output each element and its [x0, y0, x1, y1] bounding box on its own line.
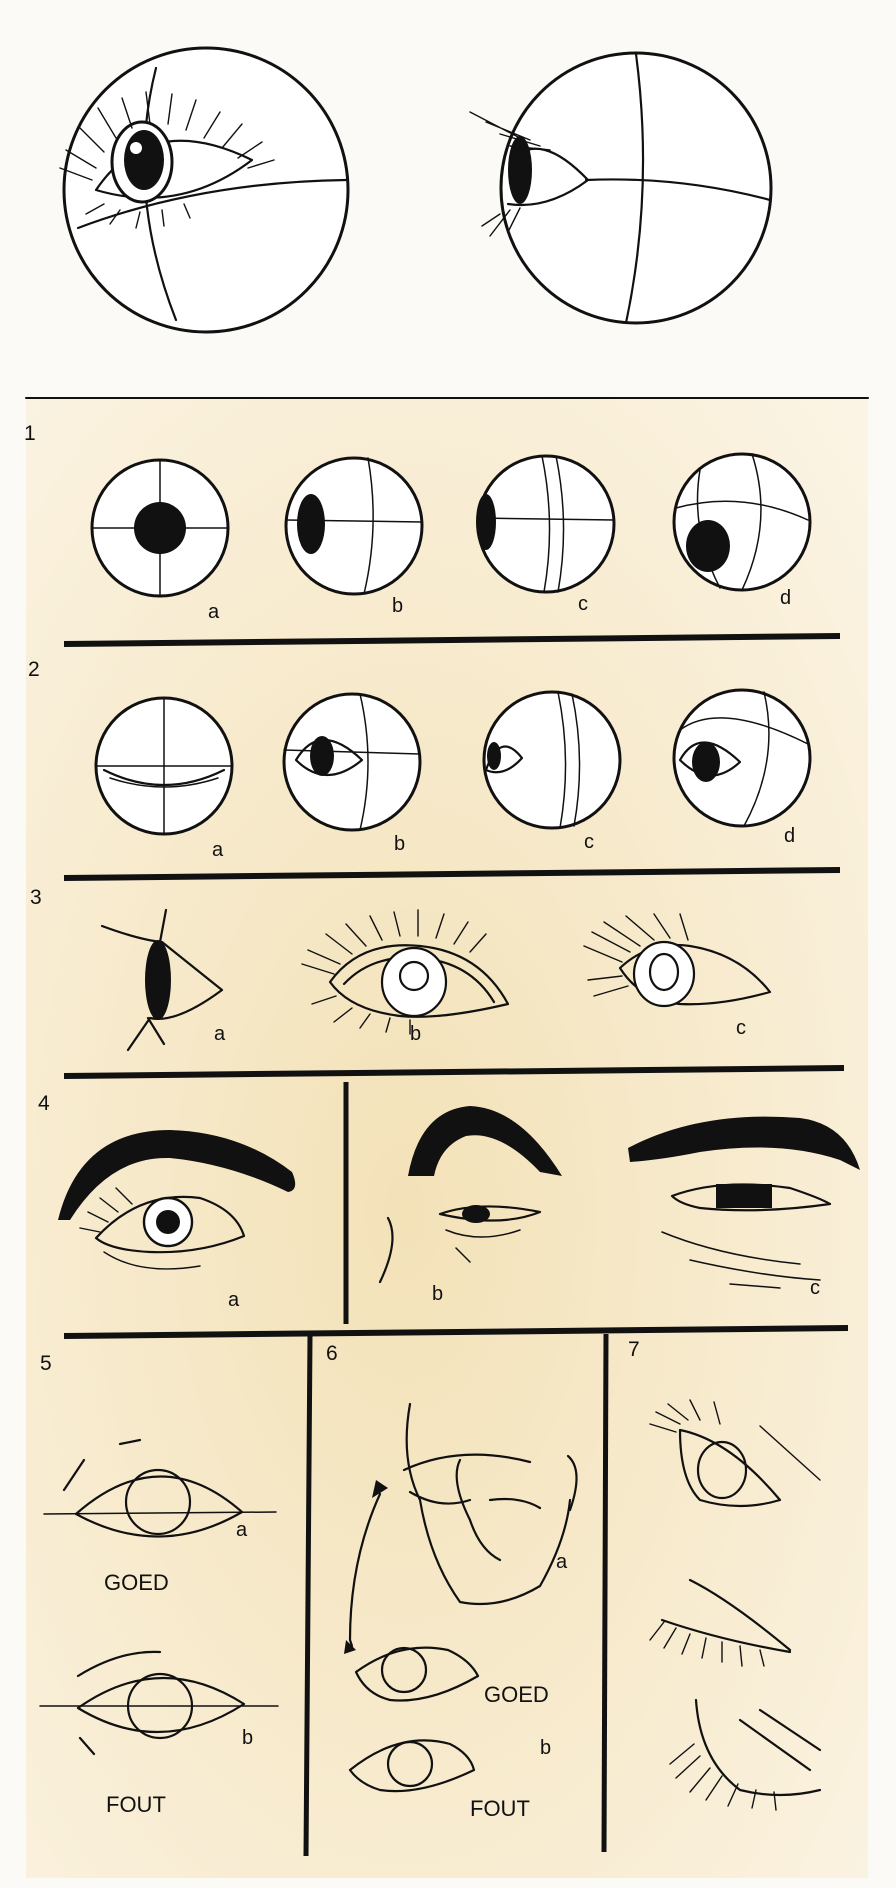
row3-eye-c: [583, 913, 772, 1008]
row3-eye-a: [100, 908, 224, 1052]
row4-eye-c: [628, 1116, 860, 1289]
row1-ball-d: [672, 452, 812, 592]
label-2c: c: [584, 831, 594, 853]
row3-eye-b: [301, 909, 510, 1035]
label-6b: b: [540, 1737, 551, 1759]
section-number-1: 1: [24, 422, 36, 445]
word-6-bad: FOUT: [470, 1796, 530, 1821]
divider-5: [63, 1325, 849, 1339]
sec5-eye-bad: [39, 1650, 279, 1756]
section-number-3: 3: [30, 886, 42, 909]
sec7-eye-open: [649, 1399, 821, 1508]
label-2a: a: [212, 839, 224, 861]
label-1a: a: [208, 601, 220, 623]
row2-ball-a: [94, 696, 234, 836]
section-number-5: 5: [40, 1352, 52, 1375]
sec7-eye-half: [649, 1578, 792, 1667]
row2-ball-c: [482, 690, 622, 830]
row2-ball-d: [672, 688, 812, 828]
row2-ball-b: [282, 692, 422, 832]
label-3b: b: [410, 1023, 421, 1045]
sec6-eye-bad: [348, 1739, 476, 1793]
row1-ball-c: [476, 454, 616, 594]
word-5-bad: FOUT: [106, 1792, 166, 1817]
word-5-good: GOED: [104, 1570, 169, 1595]
row4-eye-a: [58, 1130, 296, 1270]
sec5-eye-good: [43, 1438, 277, 1538]
divider-col-6-7: [601, 1333, 609, 1853]
sec6-eye-good: [354, 1646, 480, 1702]
word-6-good: GOED: [484, 1682, 549, 1707]
label-3a: a: [214, 1023, 226, 1045]
label-4b: b: [432, 1283, 443, 1305]
label-4a: a: [228, 1289, 240, 1311]
label-4c: c: [810, 1277, 820, 1299]
label-1b: b: [392, 595, 403, 617]
top-eyeball-front: [59, 46, 350, 334]
divider-col-5-6: [303, 1335, 313, 1857]
divider-1: [63, 633, 841, 647]
label-2d: d: [784, 825, 795, 847]
section-number-2: 2: [28, 658, 40, 681]
label-5b: b: [242, 1727, 253, 1749]
label-1d: d: [780, 587, 791, 609]
label-2b: b: [394, 833, 405, 855]
label-1c: c: [578, 593, 588, 615]
label-5a: a: [236, 1519, 248, 1541]
section-number-4: 4: [38, 1092, 50, 1115]
row1-ball-b: [284, 456, 424, 596]
top-eyeball-side: [469, 51, 773, 325]
label-3c: c: [736, 1017, 746, 1039]
label-6a: a: [556, 1551, 568, 1573]
divider-3: [63, 1065, 845, 1079]
row1-ball-a: [90, 458, 230, 598]
sec6-face-sketch: [344, 1402, 578, 1654]
sec7-eye-closed: [669, 1698, 822, 1811]
section-number-6: 6: [326, 1342, 338, 1365]
row4-eye-b: [378, 1106, 562, 1284]
divider-2: [63, 867, 841, 881]
section-number-7: 7: [628, 1338, 640, 1361]
